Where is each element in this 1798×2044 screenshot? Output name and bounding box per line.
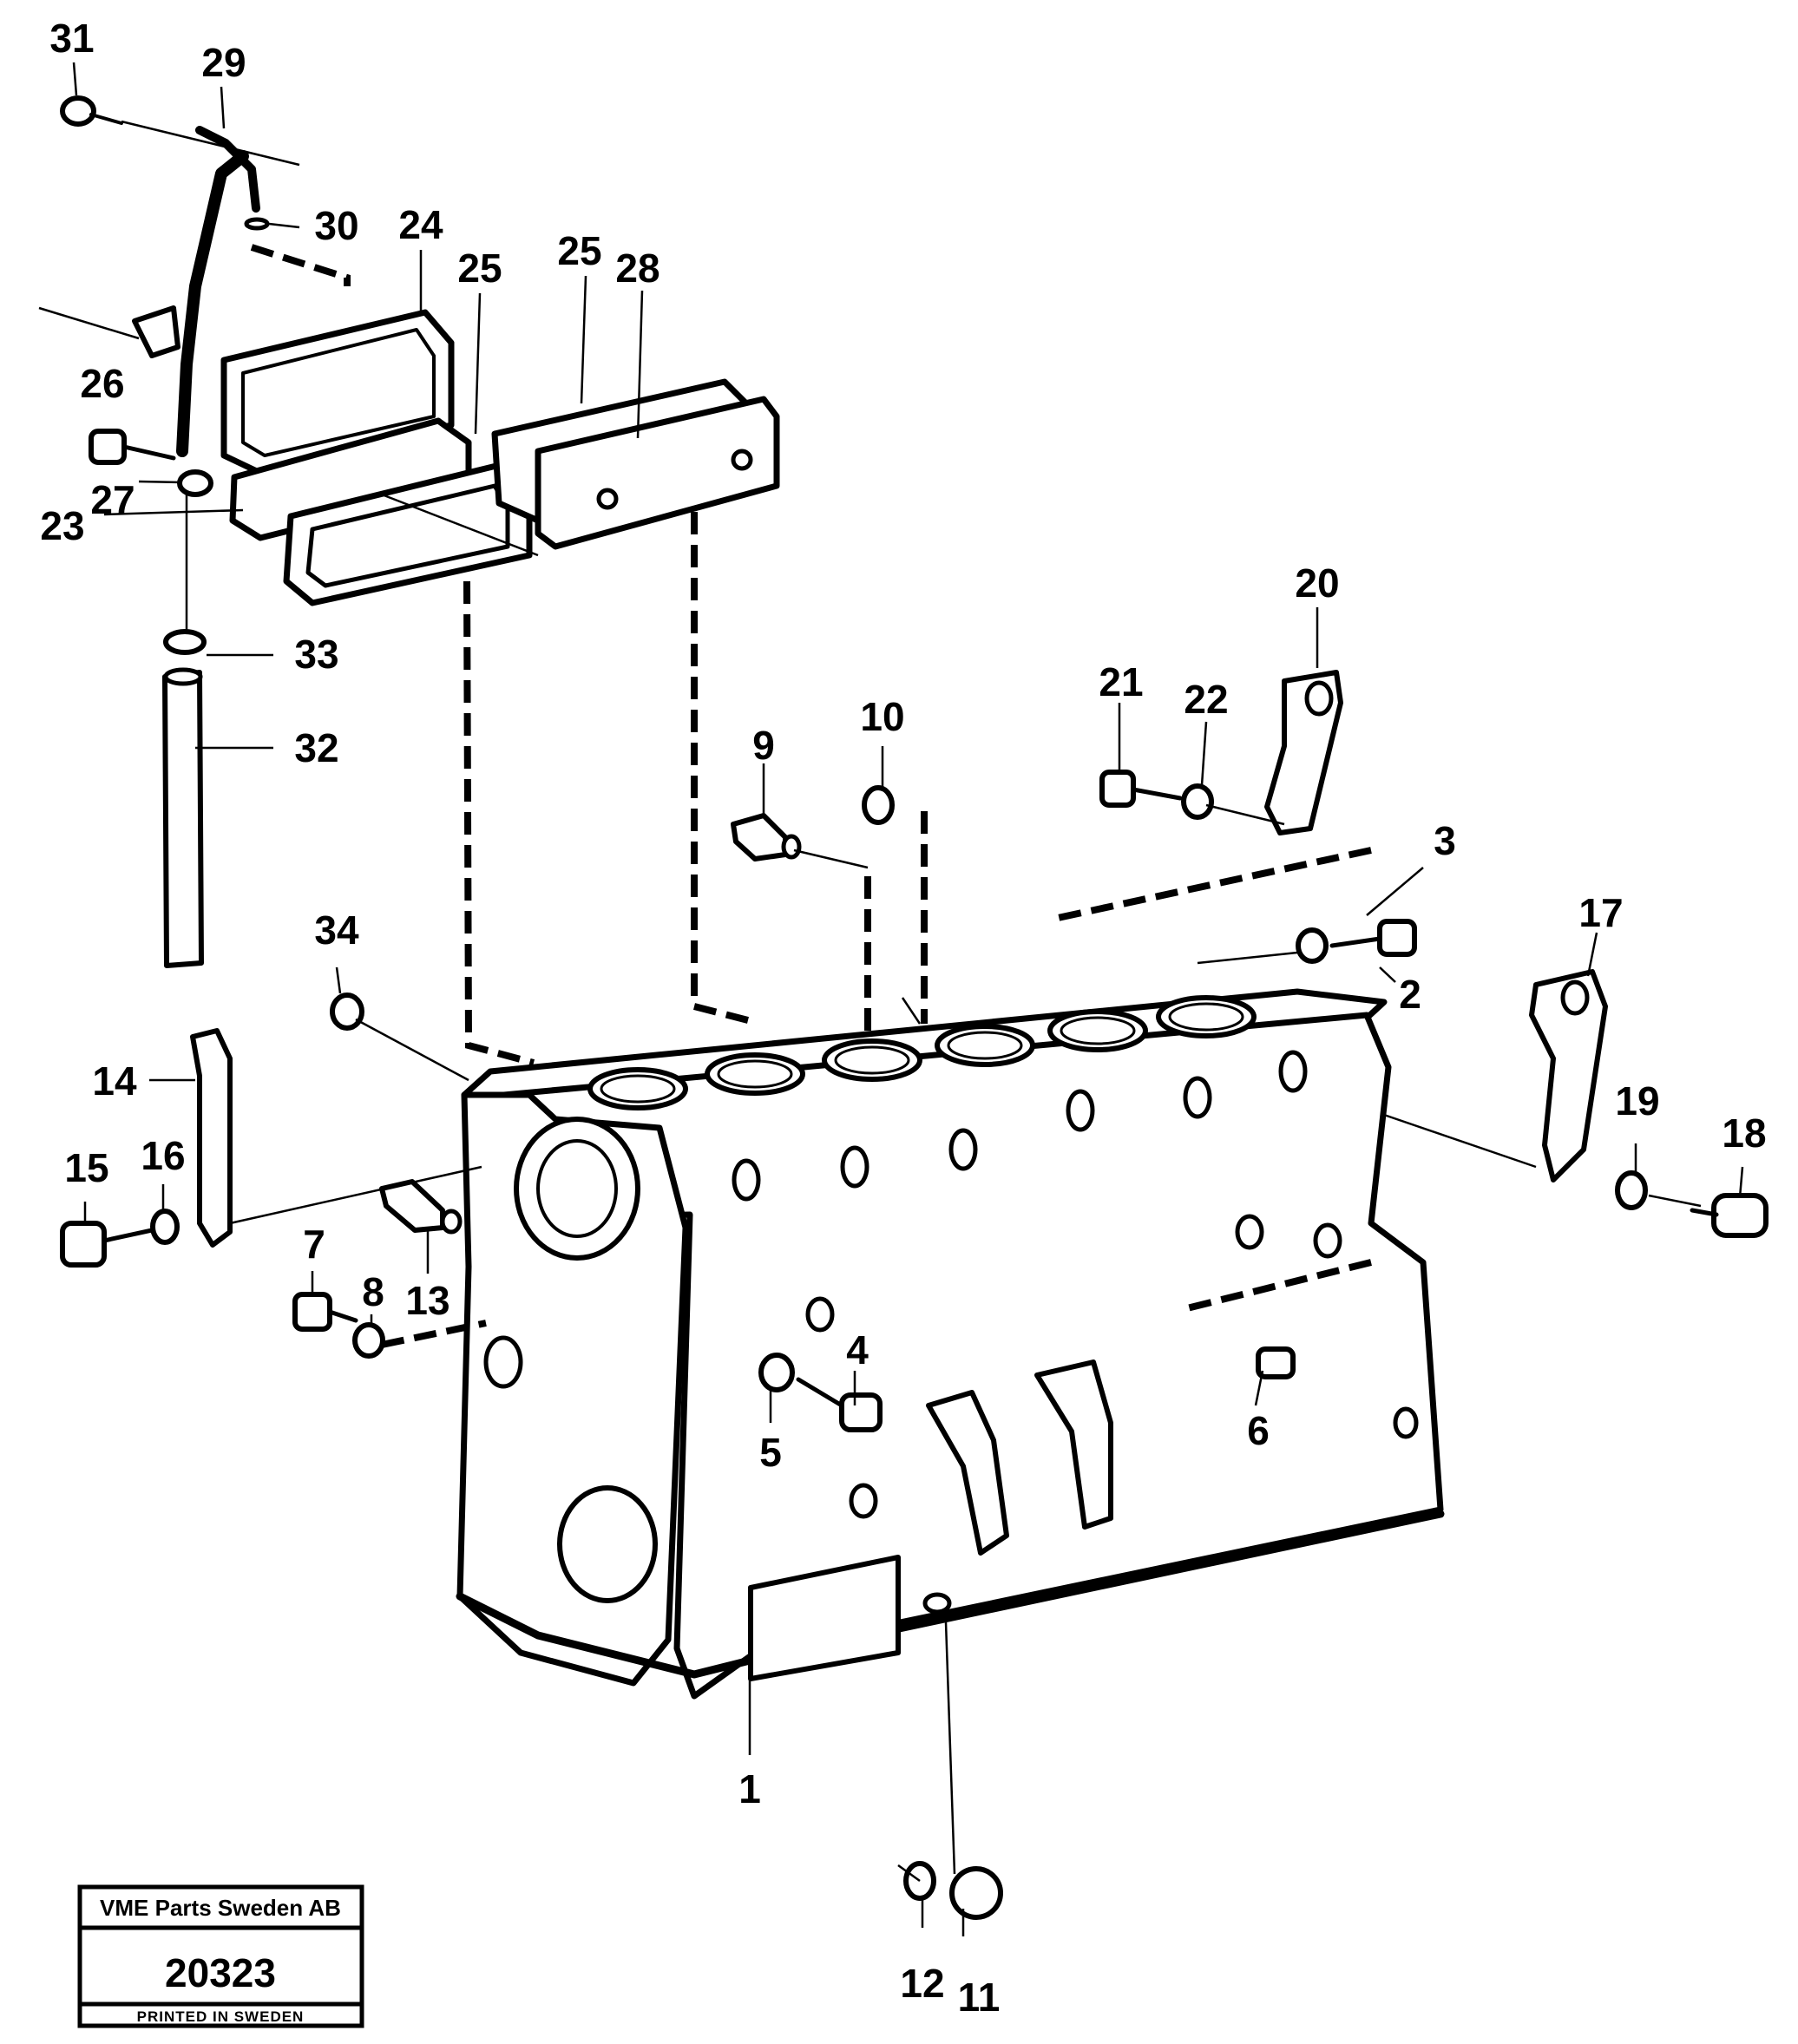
callout-28: 28 xyxy=(615,246,659,291)
block-bolt-holes xyxy=(732,1050,1419,1519)
stamp-printed-in: PRINTED IN SWEDEN xyxy=(137,2008,305,2025)
callout-9: 9 xyxy=(752,723,775,768)
callout-27: 27 xyxy=(90,477,135,522)
callout-30: 30 xyxy=(314,203,358,248)
callout-3: 3 xyxy=(1434,818,1456,863)
vme-stamp-box: VME Parts Sweden AB 20323 PRINTED IN SWE… xyxy=(77,1884,364,2028)
callout-21: 21 xyxy=(1099,659,1143,704)
callout-labels: 1 2 3 4 5 6 7 8 9 10 11 12 13 14 15 16 1… xyxy=(40,16,1766,2020)
end-plate-details xyxy=(483,1117,658,1603)
callout-7: 7 xyxy=(303,1222,325,1267)
cylinder-bores xyxy=(587,995,1257,1110)
callout-16: 16 xyxy=(141,1133,185,1178)
callout-29: 29 xyxy=(201,40,246,85)
callout-2: 2 xyxy=(1399,972,1421,1017)
callout-14: 14 xyxy=(92,1058,137,1104)
callout-5: 5 xyxy=(759,1430,782,1475)
stamp-company: VME Parts Sweden AB xyxy=(100,1895,341,1921)
callout-26: 26 xyxy=(80,361,124,406)
engine-block xyxy=(456,988,1445,1700)
callout-4: 4 xyxy=(846,1327,869,1372)
callout-25-left: 25 xyxy=(457,246,502,291)
callout-34: 34 xyxy=(314,907,359,953)
assembly-dashed-lines xyxy=(250,244,1372,1348)
assembly-thin-lines xyxy=(38,120,1702,1883)
callout-8: 8 xyxy=(362,1269,384,1314)
callout-13: 13 xyxy=(405,1278,450,1323)
callout-20: 20 xyxy=(1295,560,1339,606)
callout-18: 18 xyxy=(1722,1110,1766,1156)
stamp-drawing-number: 20323 xyxy=(165,1950,276,1995)
callout-10: 10 xyxy=(860,694,904,739)
block-ribs xyxy=(926,1359,1113,1556)
callout-6: 6 xyxy=(1247,1408,1270,1453)
callout-31: 31 xyxy=(49,16,94,61)
callout-leaders xyxy=(72,62,1744,1936)
callout-17: 17 xyxy=(1578,890,1623,935)
callout-1: 1 xyxy=(738,1766,761,1811)
callout-33: 33 xyxy=(294,632,338,677)
callout-23: 23 xyxy=(40,503,84,548)
breather-assembly xyxy=(60,95,780,968)
callout-19: 19 xyxy=(1615,1078,1659,1124)
callout-11: 11 xyxy=(958,1975,1001,2020)
callout-15: 15 xyxy=(64,1145,108,1190)
fastener-parts xyxy=(60,670,1768,1920)
callout-25-right: 25 xyxy=(557,228,601,273)
callout-32: 32 xyxy=(294,725,338,770)
callout-22: 22 xyxy=(1184,677,1228,722)
callout-24: 24 xyxy=(398,202,443,247)
callout-12: 12 xyxy=(900,1961,944,2006)
